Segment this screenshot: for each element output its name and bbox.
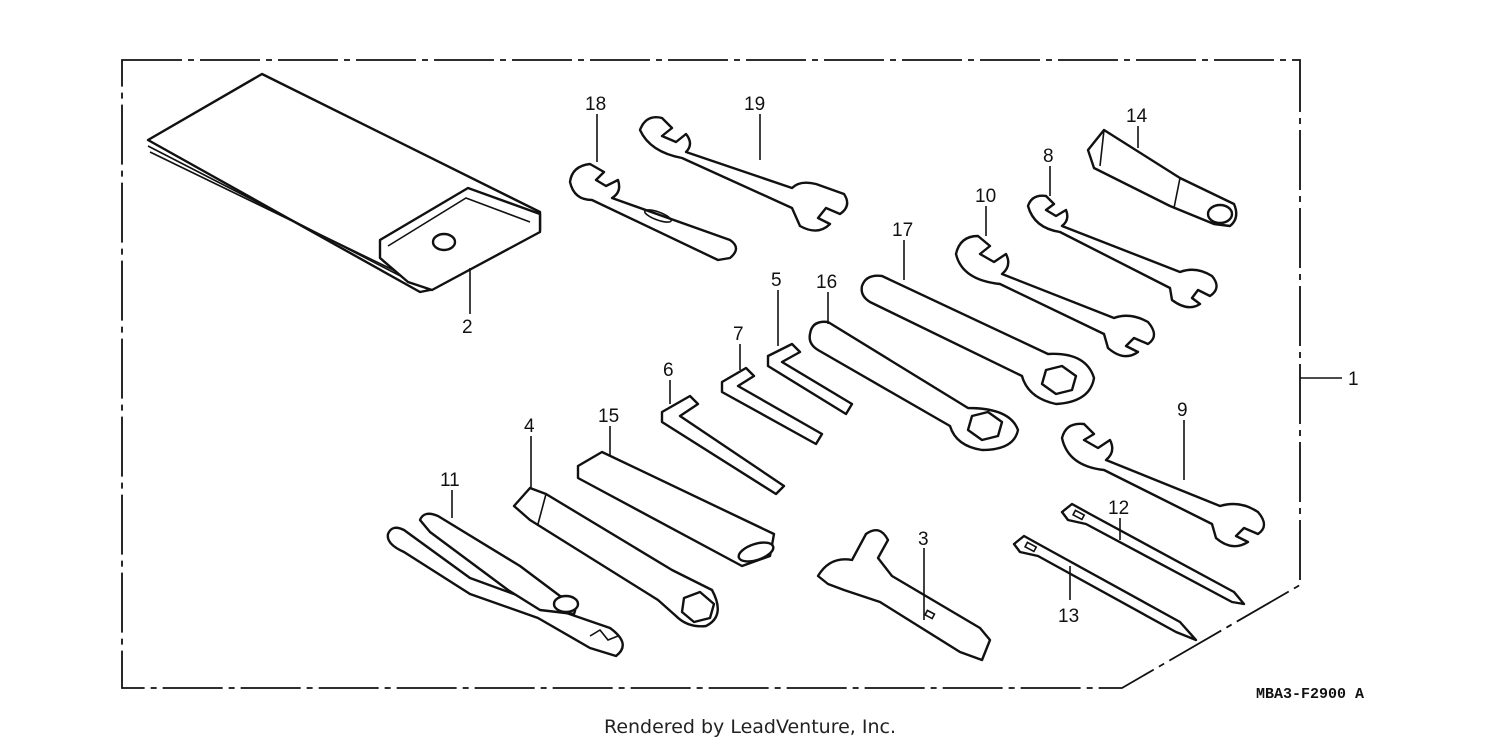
callout-19: 19 bbox=[744, 94, 765, 115]
callout-10: 10 bbox=[975, 186, 996, 207]
callout-5: 5 bbox=[771, 270, 782, 291]
screwdriver-13 bbox=[1012, 534, 1198, 642]
wrench-19 bbox=[638, 114, 849, 232]
callout-16: 16 bbox=[816, 272, 837, 293]
footer-credit: Rendered by LeadVenture, Inc. bbox=[603, 716, 897, 738]
kit-frame bbox=[121, 59, 1301, 689]
callout-6: 6 bbox=[663, 360, 674, 381]
callout-13: 13 bbox=[1058, 606, 1079, 627]
pliers-11 bbox=[386, 490, 624, 658]
callout-4: 4 bbox=[524, 416, 535, 437]
callout-2: 2 bbox=[462, 317, 473, 338]
callout-7: 7 bbox=[733, 324, 744, 345]
hex-key-7 bbox=[720, 344, 824, 446]
callout-9: 9 bbox=[1177, 400, 1188, 421]
callout-14: 14 bbox=[1126, 106, 1148, 127]
callout-18: 18 bbox=[585, 94, 606, 115]
socket-handle-14 bbox=[1086, 126, 1238, 228]
wrench-9 bbox=[1060, 420, 1266, 548]
callout-3: 3 bbox=[918, 529, 929, 550]
callout-1: 1 bbox=[1348, 369, 1359, 390]
wrench-8 bbox=[1026, 166, 1218, 309]
tool-pouch bbox=[146, 72, 542, 314]
callout-12: 12 bbox=[1108, 498, 1129, 519]
box-wrench-16 bbox=[808, 292, 1020, 452]
spark-plug-wrench-4 bbox=[512, 436, 719, 628]
extension-bar-15 bbox=[576, 426, 776, 568]
wrench-18 bbox=[568, 114, 738, 262]
diagram-code: MBA3-F2900 A bbox=[1256, 686, 1364, 703]
hex-key-5 bbox=[766, 290, 854, 416]
callout-8: 8 bbox=[1043, 146, 1054, 167]
hex-key-6 bbox=[660, 380, 786, 496]
callout-15: 15 bbox=[598, 406, 619, 427]
screwdriver-12 bbox=[1060, 502, 1246, 606]
wrench-10 bbox=[954, 206, 1156, 358]
box-wrench-17 bbox=[860, 240, 1096, 406]
callout-17: 17 bbox=[892, 220, 913, 241]
pin-spanner-3 bbox=[816, 528, 992, 662]
callout-11: 11 bbox=[440, 470, 460, 491]
